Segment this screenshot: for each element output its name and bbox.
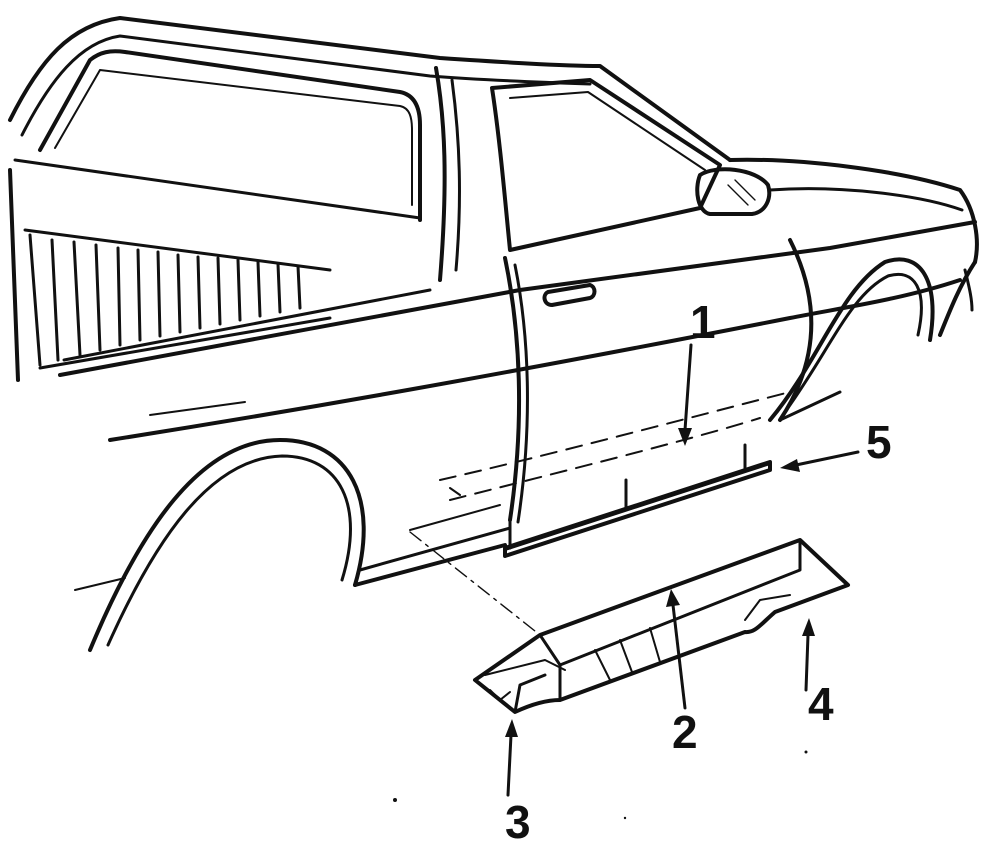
- callout-3: 3: [505, 796, 531, 848]
- callout-5: 5: [866, 416, 892, 468]
- callout-4: 4: [808, 678, 834, 730]
- leader-line-2: [671, 603, 687, 710]
- truck-body-outline: [8, 16, 979, 652]
- callout-2: 2: [672, 706, 698, 758]
- leader-line-5: [794, 450, 860, 467]
- arrow-head-5: [780, 459, 800, 472]
- rocker-panel-part-2: [409, 531, 850, 714]
- leader-lines: [505, 343, 860, 797]
- leader-line-4: [804, 633, 810, 692]
- callout-1: 1: [690, 296, 716, 348]
- leader-line-3: [506, 733, 513, 797]
- arrow-head-3: [505, 719, 518, 737]
- arrow-head-4: [802, 618, 815, 636]
- callout-labels: 1 2 3 4 5: [505, 296, 892, 848]
- arrow-head-1: [678, 428, 692, 446]
- rocker-molding-part-1: [409, 391, 791, 558]
- scan-specks: [393, 750, 808, 820]
- arrow-head-2: [666, 589, 680, 607]
- leader-line-1: [683, 343, 693, 432]
